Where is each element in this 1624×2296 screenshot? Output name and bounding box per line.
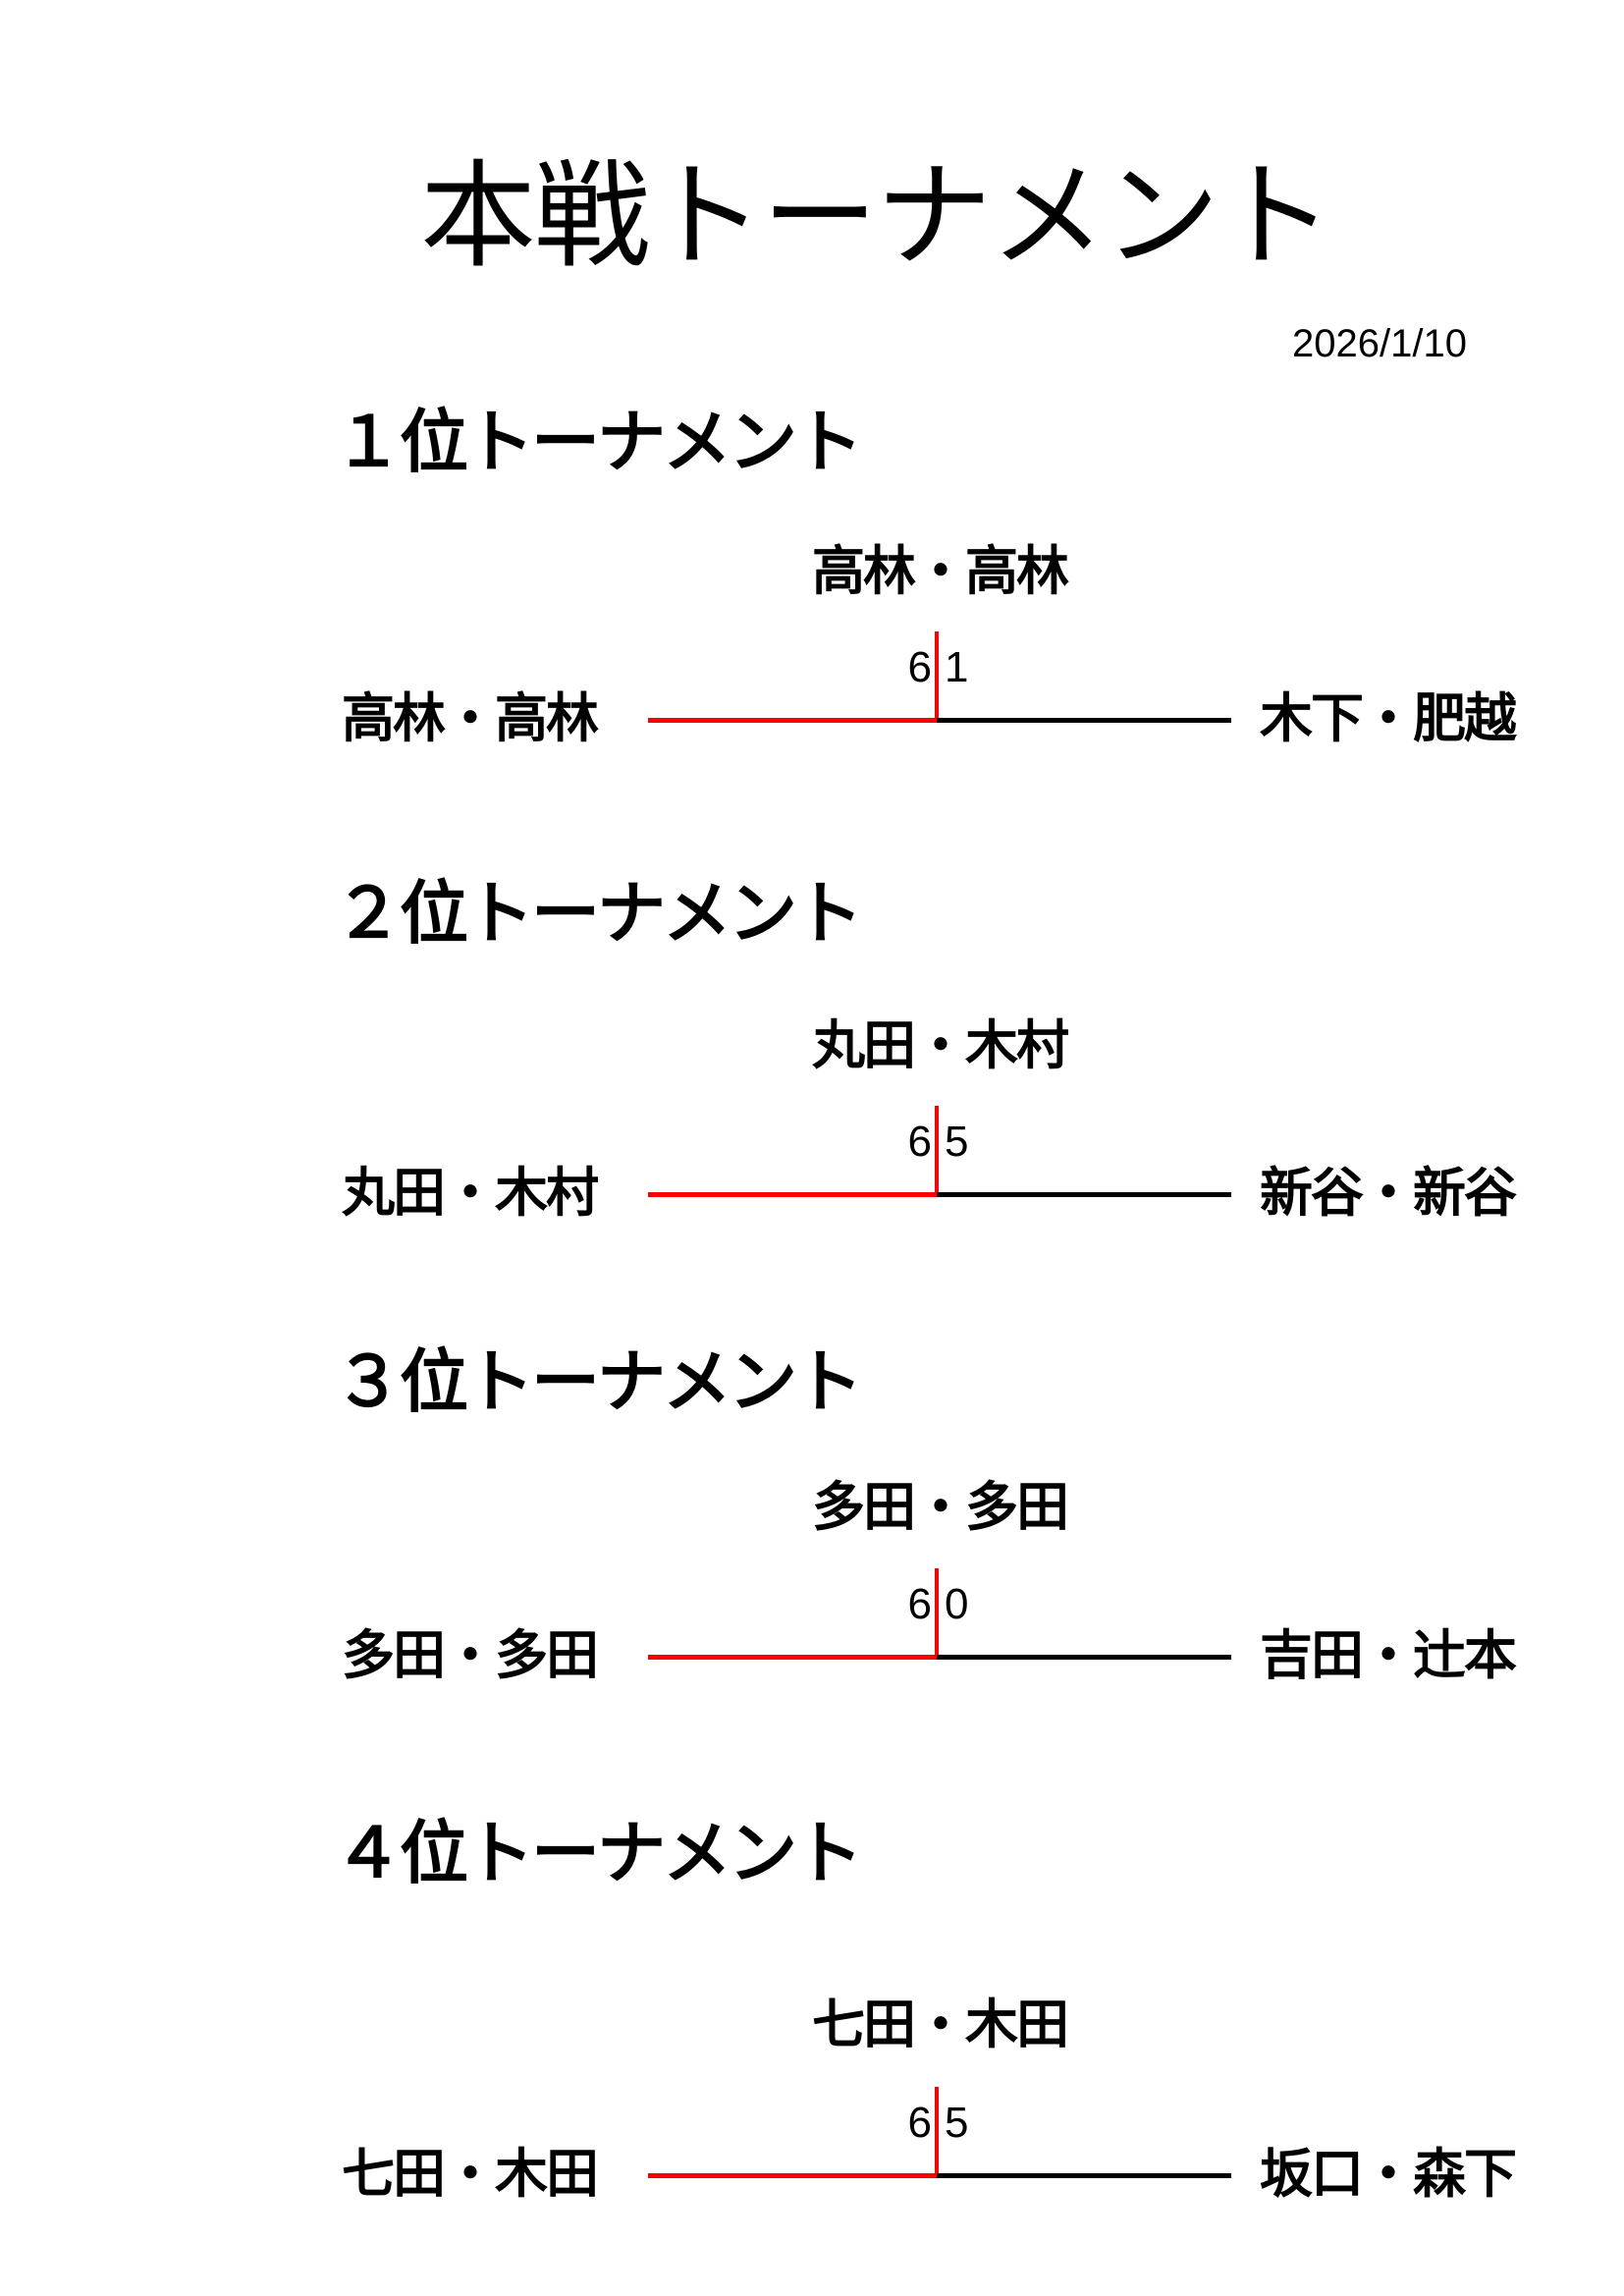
tournament-heading: ３位トーナメント <box>334 1341 863 1422</box>
right-score: 0 <box>945 1580 969 1628</box>
left-score: 6 <box>907 1580 932 1628</box>
winner-vertical-line <box>935 2087 939 2177</box>
right-player-name: 吉田・辻本 <box>1260 1624 1517 1686</box>
date: 2026/1/10 <box>1292 322 1467 365</box>
loser-bracket-line <box>937 718 1231 723</box>
right-player-name: 坂口・森下 <box>1260 2143 1517 2205</box>
loser-bracket-line <box>937 1655 1231 1660</box>
winner-name: 多田・多田 <box>812 1476 1069 1538</box>
left-score: 6 <box>907 2099 932 2147</box>
winner-bracket-line <box>648 2173 938 2178</box>
right-player-name: 木下・肥越 <box>1260 687 1517 749</box>
right-score: 1 <box>945 643 969 691</box>
right-score: 5 <box>945 1118 969 1166</box>
winner-name: 高林・高林 <box>812 540 1069 602</box>
winner-bracket-line <box>648 1655 938 1660</box>
left-player-name: 丸田・木村 <box>342 1162 599 1224</box>
tournament-heading: ２位トーナメント <box>334 873 863 954</box>
tournament-heading: ４位トーナメント <box>334 1813 863 1893</box>
winner-bracket-line <box>648 718 938 723</box>
winner-bracket-line <box>648 1192 938 1197</box>
loser-bracket-line <box>937 1192 1231 1197</box>
left-score: 6 <box>907 1118 932 1166</box>
tournament-heading: １位トーナメント <box>334 402 863 482</box>
loser-bracket-line <box>937 2173 1231 2178</box>
winner-vertical-line <box>935 1106 939 1196</box>
left-player-name: 七田・木田 <box>342 2143 599 2205</box>
left-player-name: 多田・多田 <box>342 1624 599 1686</box>
winner-name: 七田・木田 <box>812 1994 1069 2055</box>
winner-vertical-line <box>935 1568 939 1659</box>
winner-vertical-line <box>935 631 939 722</box>
winner-name: 丸田・木村 <box>812 1014 1069 1076</box>
right-player-name: 新谷・新谷 <box>1260 1162 1517 1224</box>
page-title: 本戦トーナメント <box>420 148 1333 284</box>
left-score: 6 <box>907 643 932 691</box>
left-player-name: 高林・高林 <box>342 687 599 749</box>
right-score: 5 <box>945 2099 969 2147</box>
